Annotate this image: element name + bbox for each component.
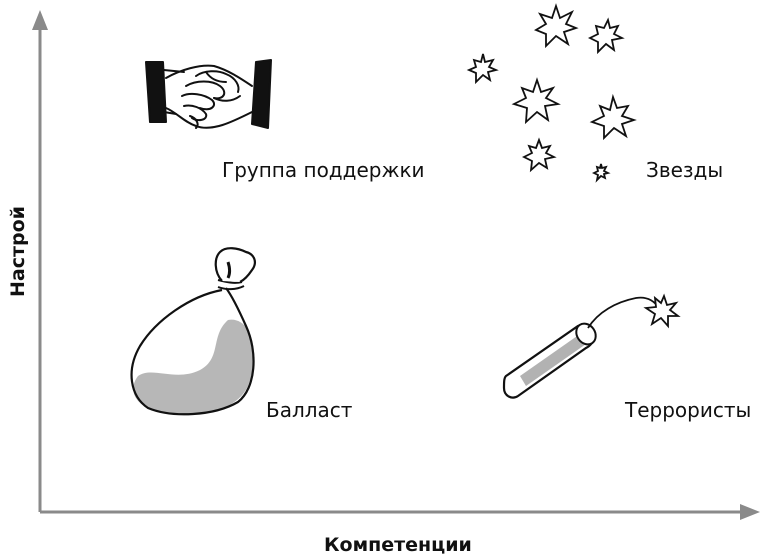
handshake-icon <box>145 59 272 129</box>
y-axis-label: Настрой <box>7 206 29 297</box>
ballast-label: Балласт <box>266 398 353 422</box>
sack-icon <box>130 247 256 416</box>
terrorists-label: Террористы <box>625 398 752 422</box>
stars-icon <box>466 3 637 183</box>
dynamite-icon <box>502 293 681 399</box>
support-group-label: Группа поддержки <box>222 158 425 182</box>
y-axis <box>32 10 48 512</box>
x-axis <box>40 504 760 520</box>
x-axis-label: Компетенции <box>324 534 472 556</box>
stars-label: Звезды <box>646 158 724 182</box>
